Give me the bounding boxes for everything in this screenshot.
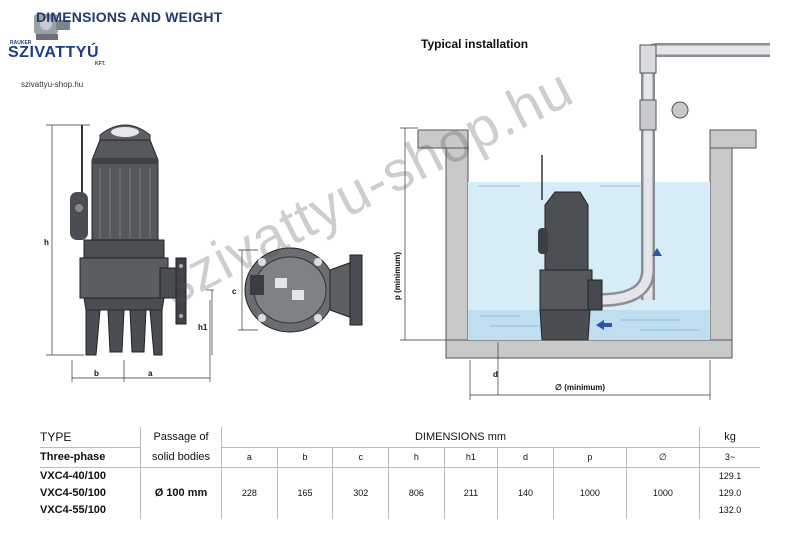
value-h: 806 [388,467,445,519]
col-p: p [552,447,627,468]
dimensions-header: DIMENSIONS mm [221,427,700,448]
technical-drawings: h h1 b a c p (minimum) d ∅ (minimum) [44,43,770,400]
table-row: VXC4-40/100 Ø 100 mm 228 165 302 806 211… [40,467,760,519]
solid-bodies-value: Ø 100 mm [140,467,222,519]
dim-b-label: b [94,369,99,378]
flow-in-arrow-icon [596,320,612,330]
type-header: TYPE [40,427,141,448]
value-c: 302 [332,467,389,519]
installation-title: Typical installation [421,37,529,51]
dim-a-label: a [148,369,153,378]
value-b: 165 [276,467,333,519]
model-name: VXC4-50/100 [40,487,107,499]
dim-h-label: h [44,238,49,247]
dim-c-label: c [232,287,237,296]
specification-table: TYPE Passage of DIMENSIONS mm kg Three-p… [40,427,760,519]
dim-h1-label: h1 [198,323,208,332]
logo-top-text: RAUKER [10,40,32,46]
table-header-row: TYPE Passage of DIMENSIONS mm kg [40,427,760,448]
value-h1: 211 [443,467,498,519]
weight-subheader: 3~ [699,447,760,468]
col-c: c [332,447,389,468]
value-a: 228 [221,467,278,519]
model-name: VXC4-55/100 [40,504,107,516]
value-p: 1000 [552,467,627,519]
dim-d-label: d [493,370,498,379]
value-diameter: 1000 [625,467,700,519]
table-subheader-row: Three-phase solid bodies a b c h h1 d p … [40,447,760,468]
website-label: szivattyu-shop.hu [21,80,84,89]
col-h1: h1 [443,447,498,468]
col-h: h [388,447,445,468]
installation-diagram [400,43,770,400]
page-title: DIMENSIONS AND WEIGHT [36,9,223,25]
pump-logo-icon [34,14,70,40]
logo-suffix: KFT. [95,61,106,67]
passage-header-1: Passage of [140,427,222,447]
weight-value: 129.0 [699,484,760,502]
flow-up-arrow-icon [652,248,662,256]
weight-value: 132.0 [699,501,760,519]
company-logo [6,8,126,78]
model-name: VXC4-40/100 [40,470,107,482]
logo-name: SZIVATTYÚ [8,44,100,61]
pump-top-view [238,247,363,333]
col-diameter: ∅ [625,447,700,468]
value-d: 140 [497,467,554,519]
dim-p-label: p (minimum) [393,252,402,300]
col-b: b [276,447,333,468]
phase-header: Three-phase [40,447,141,468]
pump-front-view [46,124,214,382]
weight-header: kg [699,427,760,448]
dim-width-label: ∅ (minimum) [555,383,605,392]
table-row: VXC4-50/100 129.0 [40,484,760,502]
table-row: VXC4-55/100 132.0 [40,501,760,519]
col-d: d [497,447,554,468]
weight-value: 129.1 [699,467,760,485]
col-a: a [221,447,278,468]
passage-header-2: solid bodies [140,447,222,468]
